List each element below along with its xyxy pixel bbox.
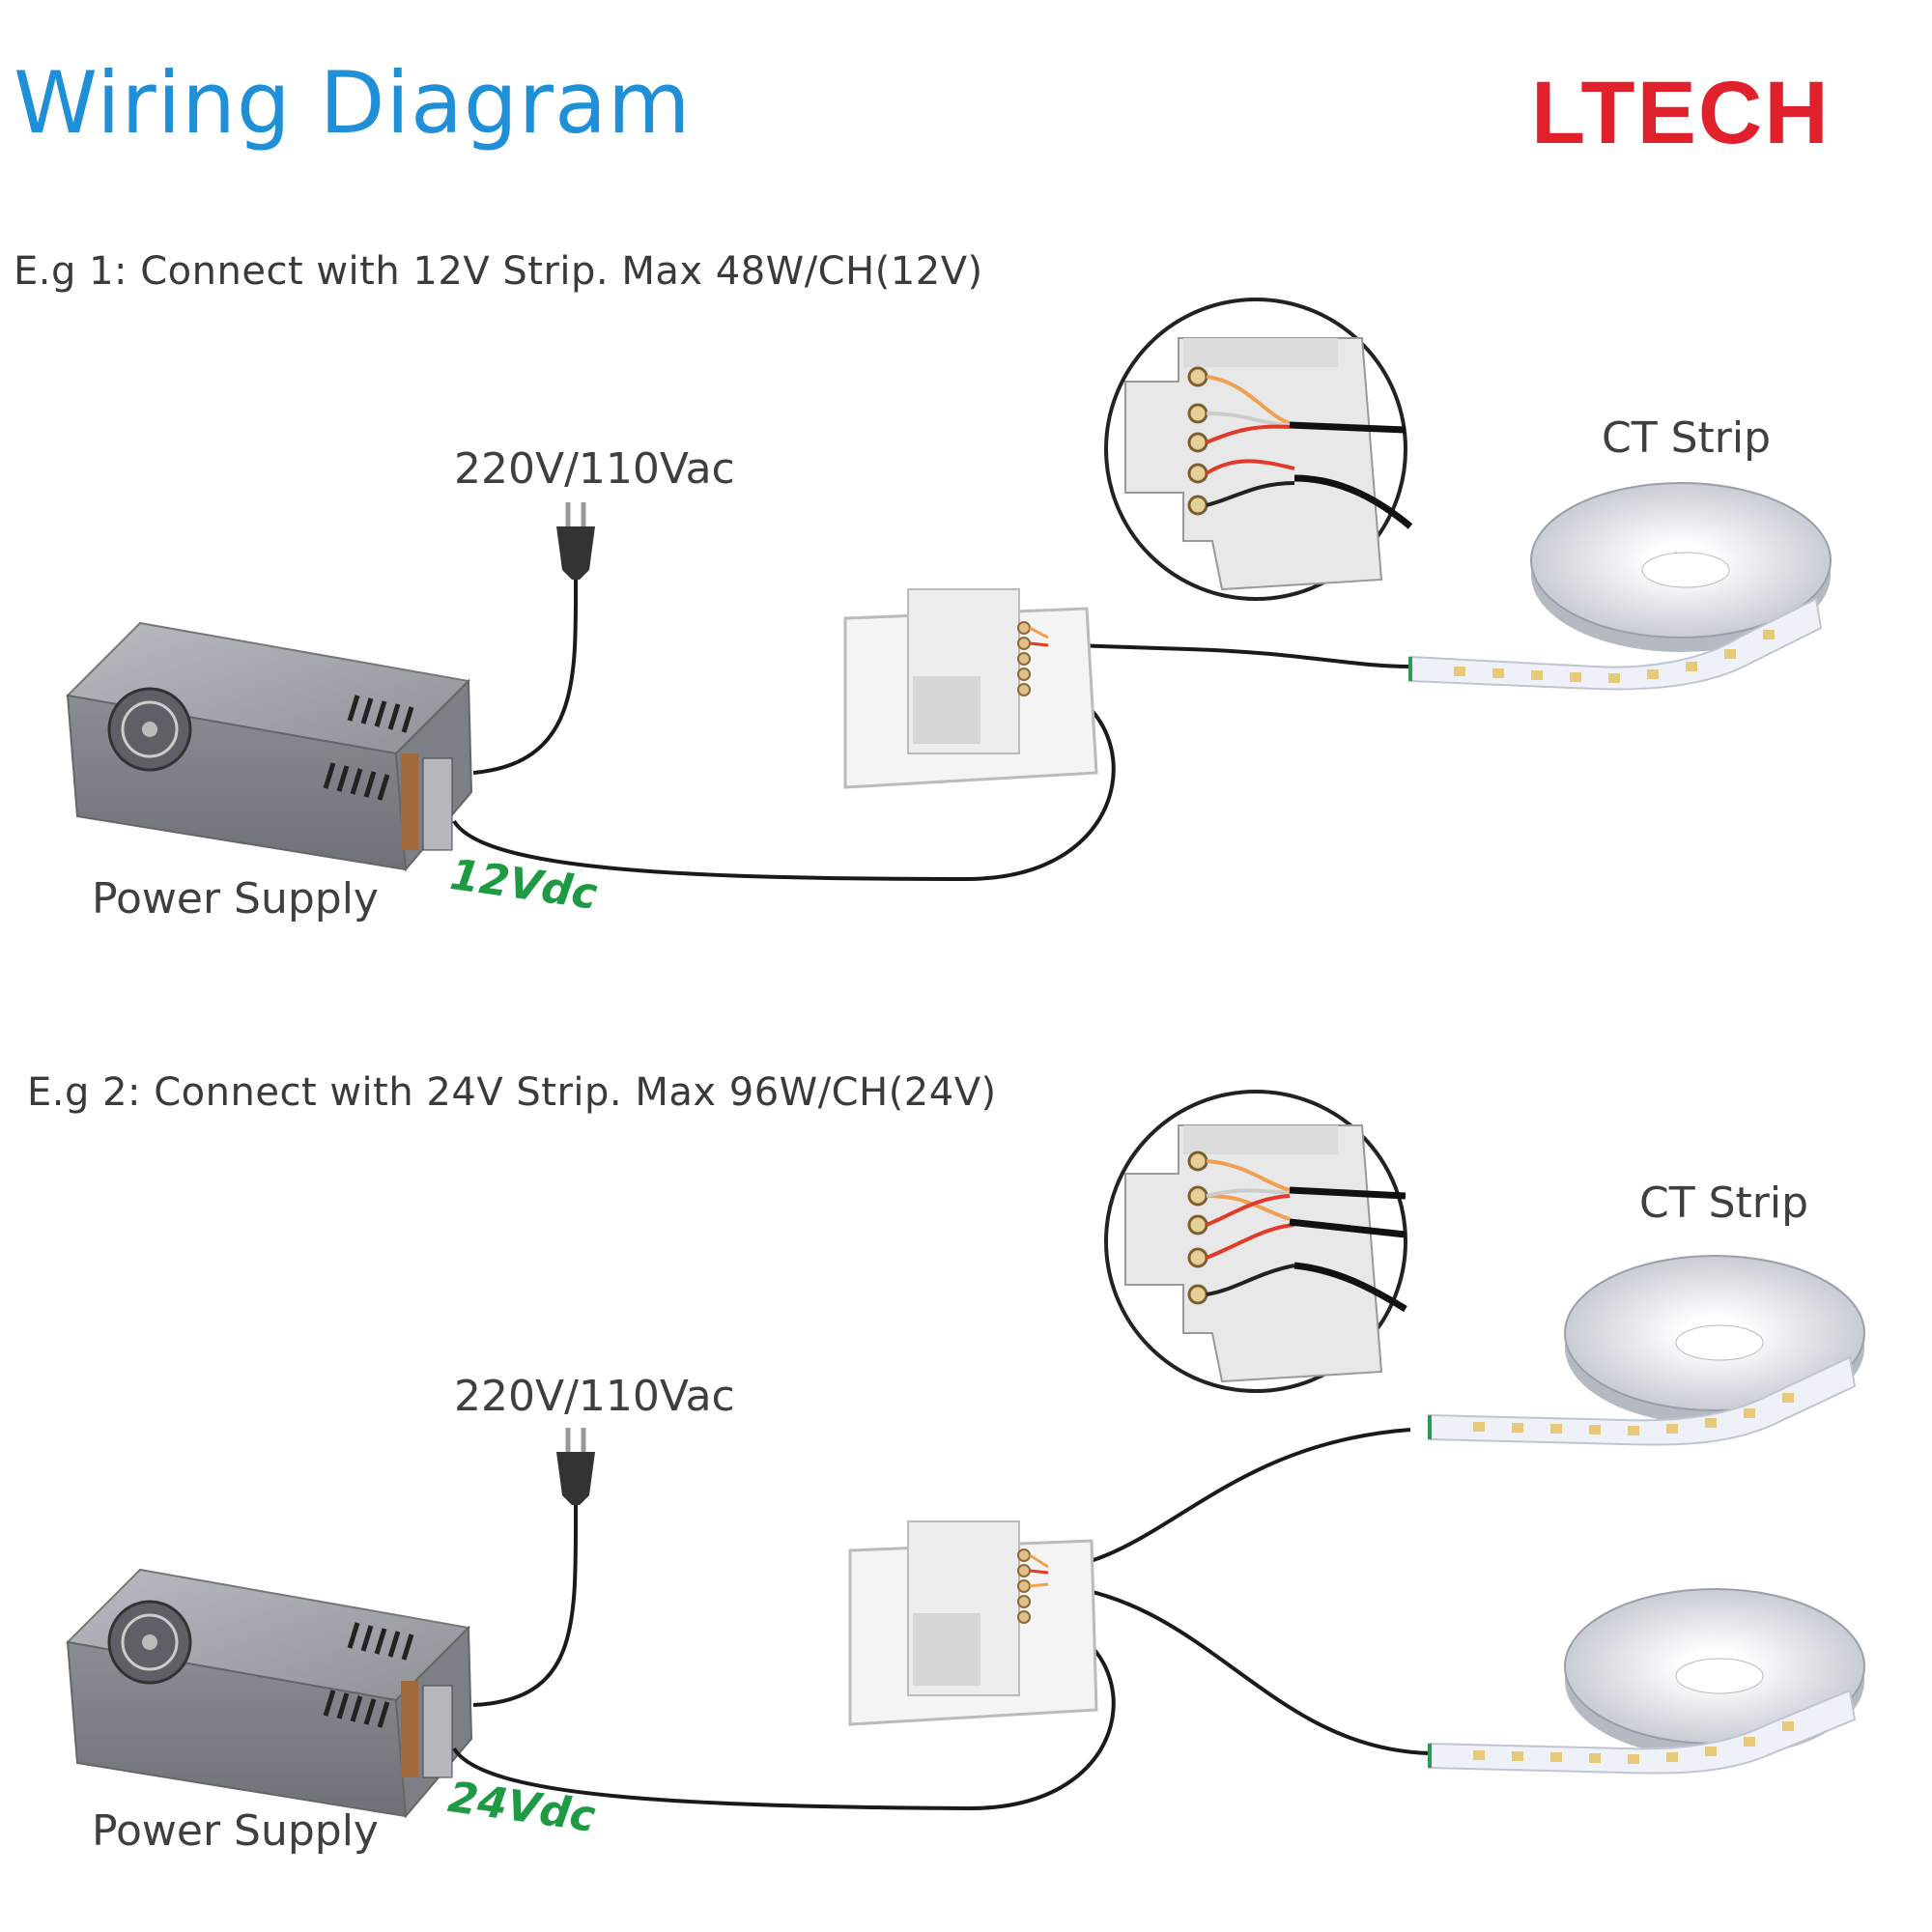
example-1-graphics: [65, 298, 1832, 882]
mains-plug-1-icon: [556, 502, 595, 580]
mains-plug-2-icon: [556, 1428, 595, 1505]
ct-strip-label-1: CT Strip: [1602, 413, 1772, 463]
terminal-zoom-2-icon: [1104, 1090, 1407, 1393]
example-2-graphics: [65, 1090, 1865, 1819]
page-title: Wiring Diagram: [14, 53, 692, 153]
ltech-logo: LTECH: [1531, 68, 1831, 155]
power-supply-label-2: Power Supply: [92, 1806, 379, 1856]
power-supply-label-1: Power Supply: [92, 874, 379, 923]
mains-label-1: 220V/110Vac: [454, 444, 735, 494]
terminal-zoom-1-icon: [1104, 298, 1413, 601]
example-2-title: E.g 2: Connect with 24V Strip. Max 96W/C…: [27, 1070, 997, 1115]
example-1-title: E.g 1: Connect with 12V Strip. Max 48W/C…: [14, 249, 983, 294]
ct-strip-label-2: CT Strip: [1639, 1179, 1809, 1228]
svg-text:LTECH: LTECH: [1531, 68, 1831, 155]
ct-strip-2b-icon: [1428, 1588, 1865, 1775]
mains-label-2: 220V/110Vac: [454, 1372, 735, 1421]
controller-1-icon: [843, 588, 1098, 789]
power-supply-1-icon: [65, 621, 473, 872]
controller-2-icon: [848, 1520, 1098, 1726]
power-supply-2-icon: [65, 1568, 473, 1819]
ct-strip-2a-icon: [1428, 1255, 1865, 1446]
ct-strip-1-icon: [1408, 482, 1832, 691]
